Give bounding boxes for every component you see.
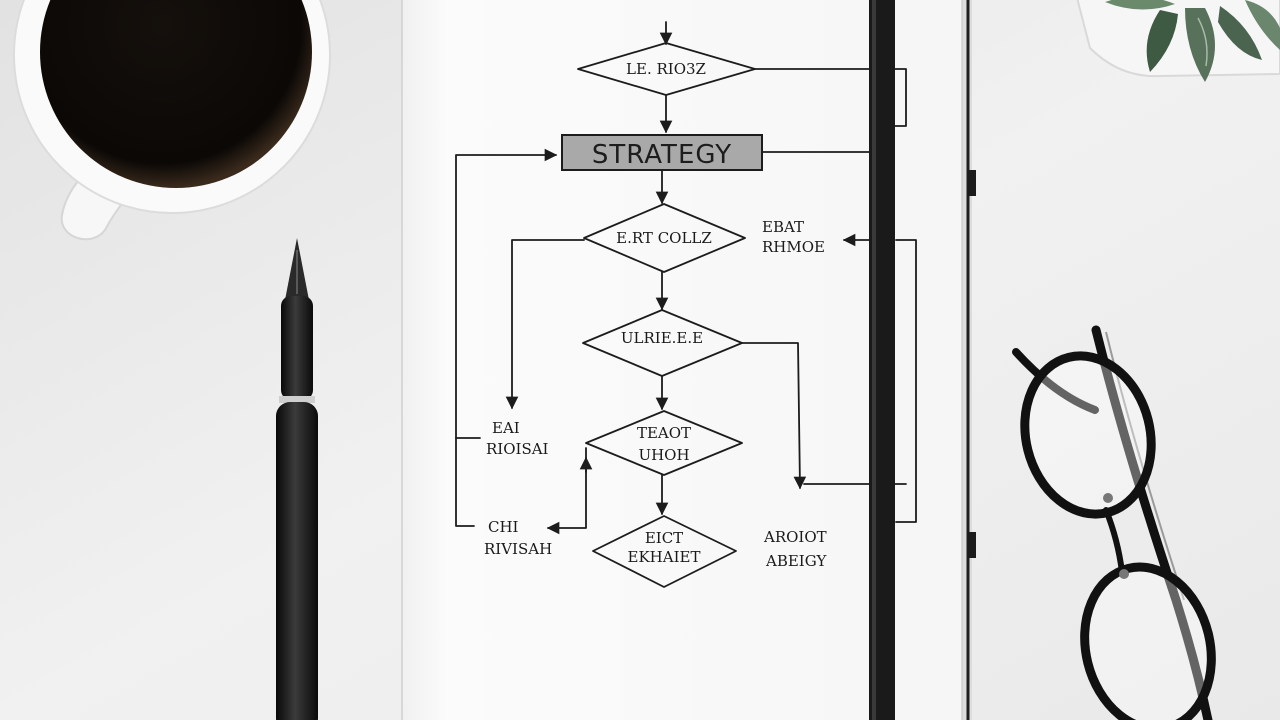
eyeglasses-icon [1012,325,1216,720]
decision-3-label: ULRIE.E.E [621,329,703,347]
right-note-2-line-1: AROIOT [763,528,827,546]
strategy-box [561,134,763,171]
decision-top-label: LE. RIO3Z [626,60,706,78]
succulent-plant-icon [1076,0,1280,82]
decision-2-label: E.RT COLLZ [616,229,712,247]
left-note-2-line-1: CHI [488,518,519,536]
flowchart: LE. RIO3Z STRATEGY E.RT COLLZ ULRIE.E.E … [455,21,917,588]
decision-4 [585,410,743,476]
right-note-2-line-2: ABEIGY [765,552,827,570]
right-note-1-line-2: RHMOE [762,238,825,256]
left-note-1-line-1: EAI [492,419,520,437]
notebook [401,0,976,720]
strategy-label: STRATEGY [592,140,732,170]
left-note-1-line-2: RIOISAI [486,440,549,458]
decision-2 [583,203,746,273]
right-note-1-line-1: EBAT [762,218,804,236]
decision-5-label-1: EICT [645,529,683,547]
decision-4-label-2: UHOH [638,446,689,464]
decision-5 [592,515,737,588]
decision-5-label-2: EKHAIET [628,548,701,566]
decision-4-label-1: TEAOT [637,424,691,442]
coffee-cup-icon [13,0,331,241]
left-note-2-line-2: RIVISAH [484,540,552,558]
fountain-pen-icon [276,238,318,720]
